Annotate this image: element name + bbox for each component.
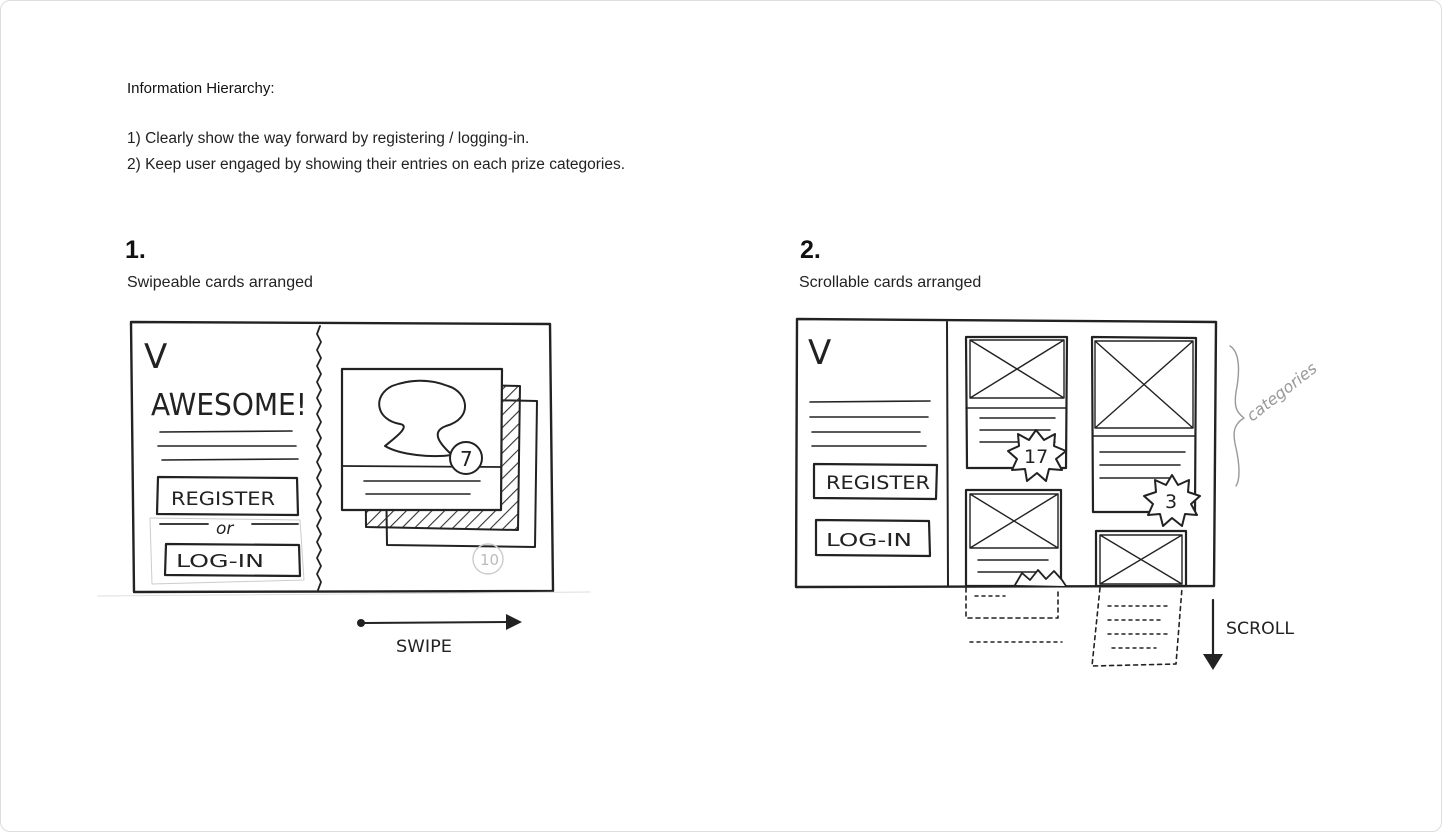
sketch-1-swipeable [97,320,591,630]
sketch-2-gesture-label: SCROLL [1226,619,1295,639]
sketch-1-login-label: LOG-IN [176,551,264,572]
sketch-2-divider [946,321,949,587]
sketch-1-gesture-label: SWIPE [396,637,452,657]
sketch-2-categories-brace [1229,345,1245,487]
sketch-2-card-1 [964,335,1069,470]
sketch-2-badge-17 [1007,429,1067,482]
sketch-1-text-lines [157,430,299,461]
sketch-1-entry-badge [449,441,483,475]
sketch-2-badge-3-label: 3 [1165,491,1177,513]
hierarchy-point-2: 2) Keep user engaged by showing their en… [127,156,626,173]
sketch-2-overflow-card-1 [965,587,1059,619]
sketch-1-device-frame [129,320,555,594]
sketch-1-or-label: or [216,519,234,539]
sketch-2-overflow-card-2 [1091,587,1183,667]
concept-1-caption: Swipeable cards arranged [127,274,313,291]
sketch-1-wavy-divider [316,325,322,591]
sketch-2-badge-17-label: 17 [1024,446,1048,468]
sketch-2-login-label: LOG-IN [826,530,912,551]
sketch-2-logo: V [808,333,831,373]
hierarchy-point-1: 1) Clearly show the way forward by regis… [127,130,530,147]
concept-1-number: 1. [125,236,146,264]
section-heading: Information Hierarchy: [127,80,275,97]
sketch-2-register-label: REGISTER [826,472,930,494]
concept-2-number: 2. [800,236,821,264]
sketch-2-scrollable [794,317,1245,670]
sketch-2-card-4 [1094,529,1188,588]
sketch-1-logo: V [144,337,167,377]
sketch-2-register-box [812,462,939,501]
sketch-2-badge-3 [1143,474,1201,527]
sketch-1-faded-badge [472,543,504,575]
sketch-2-device-frame [794,317,1218,589]
sketch-1-entry-badge-label: 7 [460,447,473,471]
sketch-2-text-lines [809,400,931,447]
sketch-2-login-box [814,518,932,558]
sketch-2-annotation: categories [1243,359,1321,426]
sketch-1-swipe-arrow [364,621,513,624]
sketch-1-card-front [340,367,504,512]
concept-2-caption: Scrollable cards arranged [799,274,982,291]
sketch-1-register-label: REGISTER [171,488,275,510]
sketch-1-login-box [163,542,302,578]
sketch-1-faded-badge-label: 10 [480,551,499,569]
sketch-2-card-2 [964,488,1063,588]
hierarchy-list: 1) Clearly show the way forward by regis… [127,126,625,178]
sketch-1-headline: AWESOME! [151,388,307,423]
sketch-1-register-box [155,475,300,517]
